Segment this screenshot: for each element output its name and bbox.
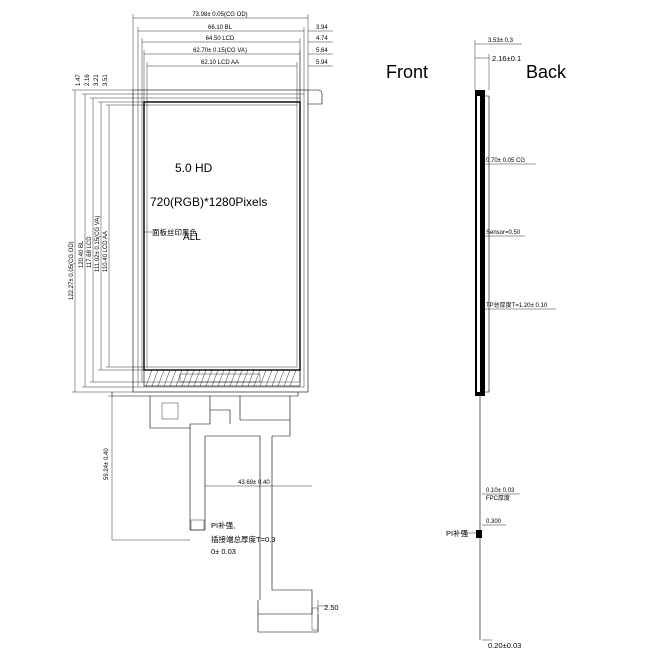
side-pi-value: 0.300	[486, 519, 502, 525]
side-sensor-label: Sensor=0.50	[486, 230, 521, 236]
dim-lcd-width: 64.50 LCD	[206, 36, 235, 42]
fpc-outline-upper	[210, 396, 291, 424]
dim-lcd-aa-width: 62.10 LCD AA	[201, 60, 239, 66]
side-panel-gap	[477, 96, 480, 392]
side-tp-label: TP总厚度T=1.20± 0.10	[486, 301, 548, 309]
bottom-band-hatch	[145, 369, 297, 387]
side-view: 3.53± 0.3 2.16±0.1 0.70± 0.05 CG Sensor=…	[446, 38, 556, 650]
dim-small-4: 3.51	[103, 74, 109, 86]
pi-note-line-3: 0± 0.03	[211, 547, 236, 556]
dim-right-1: 3.94	[316, 25, 328, 31]
fpc-tail	[189, 428, 313, 615]
top-right-tab	[308, 89, 323, 105]
dim-lcd-height: 117.68 LCD	[87, 236, 93, 268]
bl-outline	[137, 93, 305, 388]
dim-fpc-height: 59.24± 0.40	[104, 448, 110, 480]
back-heading: Back	[526, 62, 567, 82]
cg-view-area	[146, 104, 298, 368]
side-dim-top-2: 2.16±0.1	[492, 54, 521, 63]
side-bottom-dim: 0.20±0.03	[488, 641, 521, 650]
tail-contact	[311, 607, 319, 631]
pi-note-line-1: PI补强,	[211, 520, 235, 530]
side-fpc-thickness-label: FPC厚度	[486, 494, 510, 502]
dim-cg-va-height: 111.02± 0.15(CG VA)	[95, 216, 101, 272]
dim-right-3: 5.64	[316, 48, 328, 54]
side-pi-label: PI补强	[446, 528, 469, 538]
bottom-band	[143, 369, 301, 387]
dim-fpc-tail: 2.50	[324, 603, 339, 612]
dim-right-4: 5.94	[316, 60, 328, 66]
side-cg-label: 0.70± 0.05 CG	[486, 158, 525, 164]
lcd-outline	[141, 97, 301, 383]
dim-cg-od-width: 73.98± 0.05(CG OD)	[192, 12, 247, 18]
dim-cg-va-width: 62.70± 0.15(CG VA)	[193, 48, 247, 54]
cg-outline	[132, 89, 309, 393]
dim-cg-od-height: 122.27± 0.05(CG OD)	[69, 241, 75, 300]
side-dim-top-1: 3.53± 0.3	[488, 38, 514, 44]
print-note-label: 面板丝印黑色	[152, 227, 197, 237]
front-view: 73.98± 0.05(CG OD) 66.10 BL 64.50 LCD 62…	[69, 12, 339, 633]
side-fpc-thickness-value: 0.10± 0.03	[486, 488, 515, 494]
pi-stiffener	[190, 519, 205, 531]
panel-size-label: 5.0 HD	[175, 161, 213, 175]
pi-note-line-2: 插接端总厚度T=0.3	[211, 534, 275, 544]
print-note-all: ALL	[183, 232, 201, 243]
dim-small-2: 2.16	[85, 74, 91, 86]
fpc-base	[111, 392, 299, 397]
ic-chip	[179, 373, 261, 383]
front-heading: Front	[386, 62, 428, 82]
dim-small-1: 1.47	[76, 74, 82, 86]
dim-lcd-aa-height: 110.40 LCD AA	[103, 231, 109, 272]
dim-bl-width: 66.10 BL	[208, 25, 233, 31]
dim-small-3: 3.21	[94, 74, 100, 86]
resolution-label: 720(RGB)*1280Pixels	[150, 195, 267, 209]
dim-fpc-width: 43.69± 0.40	[238, 480, 270, 486]
fpc-component	[161, 402, 179, 420]
dim-bl-height: 120.40 BL	[79, 240, 85, 268]
dim-right-2: 4.74	[316, 36, 328, 42]
side-pi-stiffener	[476, 530, 482, 538]
fpc-connector-area	[149, 396, 211, 429]
